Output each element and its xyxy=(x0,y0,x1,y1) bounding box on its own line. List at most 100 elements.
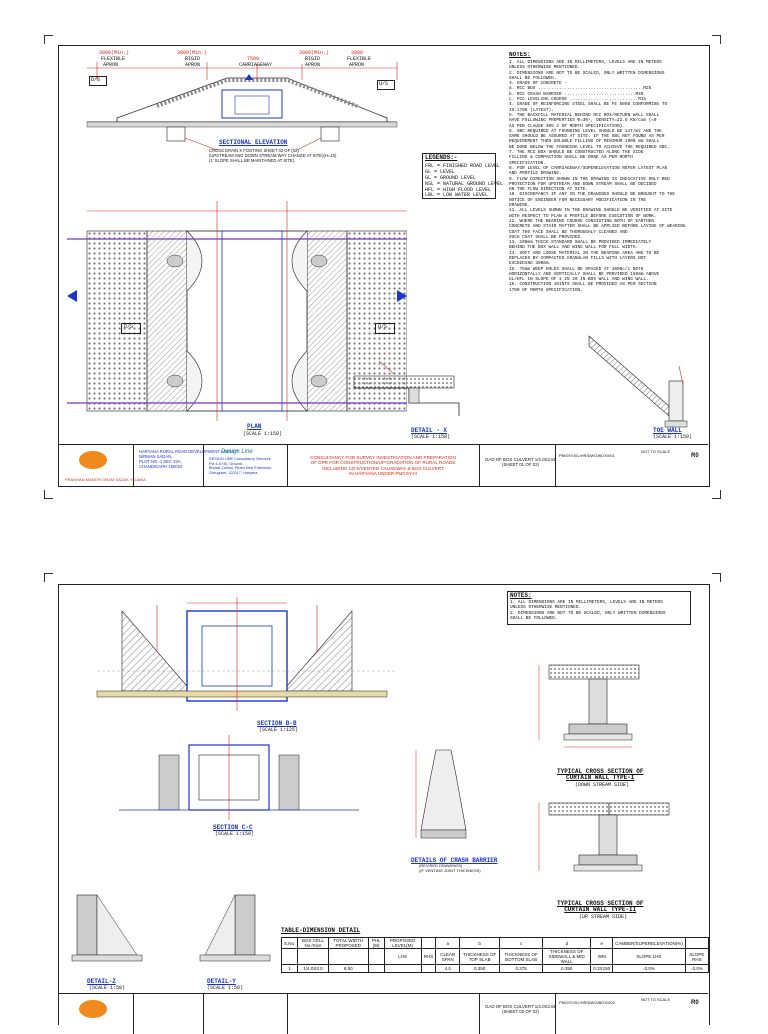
toe-wall-scale: (SCALE 1:150) xyxy=(653,434,693,440)
title-block-divider xyxy=(555,445,556,486)
carriageway-label: 7500 xyxy=(247,56,260,62)
note-line: AND PROFILE DRAWING. xyxy=(509,171,562,177)
drawing-title: GAD OF BOX CULVERT 1/4.0X2.65 (SHEET 01 … xyxy=(485,457,557,468)
title-block-divider xyxy=(133,445,134,486)
pmgsy-brand: PRADHAN MANTRI GRAM SADAK YOJANA xyxy=(65,477,146,482)
note-line: SAME SHOULD BE ASSURED AT SITE. IF THE S… xyxy=(509,134,665,140)
plan-downstream-tag xyxy=(121,323,141,334)
note-line: 2. DIMENSIONS ARE NOT TO BE SCALED, ONLY… xyxy=(509,70,665,76)
table-cell xyxy=(420,937,437,949)
detail-x-scale: (SCALE 1:150) xyxy=(411,434,451,440)
title-block-divider xyxy=(287,994,288,1034)
note-line: 1700 OF MORTH SPECIFICATION. xyxy=(509,287,583,292)
table-cell: RHS xyxy=(420,948,437,965)
notes-box-2: NOTES: 1. ALL DIMENSIONS ARE IN MILLIMET… xyxy=(507,591,691,625)
section-cc-drawing xyxy=(119,735,359,820)
table-cell: b xyxy=(459,937,501,949)
note-line: SUCH COAT SHALL BE PROVIDED. xyxy=(509,234,583,240)
note-line: GL/HFL IN SLOPE OF 1 IN 20 IN BOX WALL A… xyxy=(509,277,649,283)
table-cell: THICKNESS OF BOTTOM SLAB xyxy=(499,948,544,965)
apron-label: APRON xyxy=(305,62,321,68)
legend-item: HFL = HIGH FLOOD LEVEL xyxy=(425,187,492,193)
note-line: BE DONE BELOW THE FOUNDING LEVEL TO ACHI… xyxy=(509,144,670,150)
project-description: CONSULTANCY FOR SURVEY INVESTIGATION AND… xyxy=(310,455,456,477)
table-cell xyxy=(327,948,369,965)
note-line: 2. DIMENSIONS ARE NOT TO BE SCALED, ONLY… xyxy=(510,610,666,616)
table-cell: S.No. xyxy=(280,937,299,949)
note-line: ON THE FLOW DIRECTION AT SITE. xyxy=(509,187,589,193)
note-line: 1. ALL DIMENSIONS ARE IN MILLIMETERS, LE… xyxy=(510,600,663,605)
consultant-address: DESIGN LINE Consultancy Services Pvt 4-5… xyxy=(209,457,273,475)
apron-label: RIGID xyxy=(185,56,201,62)
section-bb-scale: (SCALE 1:125) xyxy=(259,727,299,733)
table-cell xyxy=(684,937,710,949)
note-line: DRAWING. xyxy=(509,203,531,209)
detail-z-drawing xyxy=(71,894,143,962)
table-cell: -3.0% xyxy=(612,964,686,973)
note-line: FILLING & COMPACTION SHALL BE DONE AS PE… xyxy=(509,155,633,161)
legend-item: GL = GROUND LEVEL xyxy=(425,175,477,181)
agency-block: HARYANA RURAL ROAD DEVELOPMENT AGENCY NI… xyxy=(139,449,239,469)
note-line: 9. FLOW DIRECTION SHOWN IN THE DRAWING I… xyxy=(509,176,670,182)
legend-item: NSL = NATURAL GROUND LEVEL xyxy=(425,181,504,187)
notes-title-2: NOTES: xyxy=(510,592,532,599)
title-block-divider xyxy=(555,994,556,1034)
toe-wall-drawing xyxy=(588,335,688,428)
note-line: 12. WHERE THE BEARING COURSE CONSISTING … xyxy=(509,218,654,224)
pmgsy-logo xyxy=(79,451,107,469)
table-cell: -3.0% xyxy=(684,964,710,973)
note-line: COAT THE FACE SHALL BE THOROUGHLY CLEANE… xyxy=(509,229,628,235)
table-cell: d xyxy=(542,937,592,949)
note-line: REPLACED BY COMPACTED GRANULAR FILLS WIT… xyxy=(509,255,647,261)
table-cell: LHS xyxy=(383,948,422,965)
plan-upstream-label: U/S xyxy=(378,324,388,330)
title-block-2: GAD OF BOX CULVERT 1/4.0X2.65 (SHEET 02 … xyxy=(59,993,708,1034)
detail-z-title: DETAIL-Z xyxy=(87,978,116,985)
title-block-divider xyxy=(203,445,204,486)
note-line: BEHIND THE BOX WALL AND WING WALL FOR FU… xyxy=(509,245,639,251)
table-cell xyxy=(367,964,385,973)
drawing-sheet-1: 3000(Min.) FLEXIBLE APRON 3000(Min.) RIG… xyxy=(58,45,710,487)
table-cell: SLOPE LHS xyxy=(612,948,686,965)
detail-x-title: DETAIL - X xyxy=(411,427,448,434)
legend-item: GL = LEVEL xyxy=(425,169,456,175)
apron-label: APRON xyxy=(349,62,365,68)
table-cell: 8.50 xyxy=(327,964,369,973)
curtain-wall-type-1-drawing xyxy=(538,664,640,748)
title-block-divider xyxy=(479,445,480,486)
revision-2: R0 xyxy=(691,1000,699,1006)
table-cell: 0.375 xyxy=(499,964,544,973)
section-cc-title: SECTION C-C xyxy=(213,824,253,831)
crash-barrier-title: DETAILS OF CRASH BARRIER xyxy=(411,857,498,864)
table-cell: 0.3X150 xyxy=(590,964,614,973)
section-bb-title: SECTION B-B xyxy=(257,720,297,727)
note-line: c. PCC LEVELING COURSE .................… xyxy=(509,97,647,103)
table-cell: BOX CELL No./Size xyxy=(297,937,329,949)
crop-mark xyxy=(44,490,53,499)
crash-barrier-drawing xyxy=(415,749,467,839)
note-line: SPECIFICATION. xyxy=(509,160,546,166)
note-line: HORIZONTALLY AND VERTICALLY SHALL BE PRO… xyxy=(509,271,660,277)
plan-downstream-label: D/S xyxy=(124,324,134,330)
dimension-table-title: TABLE-DIMENSION DETAIL xyxy=(281,927,361,934)
note-line: REQUIREMENT THEN SOLUBLE FILLING OF MINI… xyxy=(509,139,660,145)
apron-label: 3000(Min.) xyxy=(177,50,208,56)
note-line: WITH RESPECT TO PLAN & PROFILE BEFORE EX… xyxy=(509,213,657,219)
note-line: UNLESS OTHERWISE MENTIONED. xyxy=(510,605,582,611)
note-line: 5. THE BACKFILL MATERIAL BEHIND RCC BOX/… xyxy=(509,112,660,118)
plan-upstream-tag xyxy=(375,323,395,334)
table-cell: 4.0 xyxy=(435,964,461,973)
note-line: 16. CONSTRUCTION JOINTS SHALL BE PROVIDE… xyxy=(509,282,657,288)
table-cell xyxy=(383,964,422,973)
curtain-wall-type-1-title: TYPICAL CROSS SECTION OF CURTAIN WALL TY… xyxy=(557,768,644,781)
table-cell: 0.350 xyxy=(459,964,501,973)
note-line: NOTICE OF ENGINEER FOR NECESSARY MODIFIC… xyxy=(509,197,647,203)
table-cell: THICKNESS OF SIDEWALL & MID WALL xyxy=(542,948,592,965)
note-line: UNLESS OTHERWISE MENTIONED. xyxy=(509,65,581,71)
table-cell: WM xyxy=(590,948,614,965)
sectional-elevation-drawing xyxy=(86,62,398,151)
crop-mark xyxy=(44,573,53,582)
note-line: 15. 75mm WEEP HOLES SHALL BE SPACED AT 1… xyxy=(509,266,644,272)
